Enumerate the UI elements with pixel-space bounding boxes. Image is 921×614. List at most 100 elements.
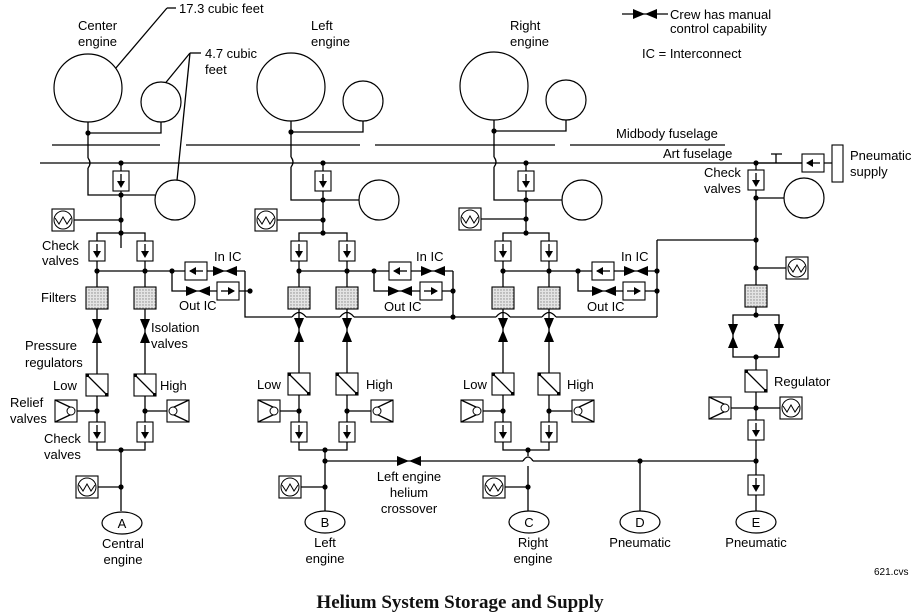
outlet-label-1: Pneumatic	[609, 535, 671, 550]
isolation-valve-low[interactable]	[294, 318, 304, 342]
outlet-letter: B	[321, 515, 330, 530]
pressure-transducer-icon	[482, 475, 506, 499]
in-ic-valve[interactable]	[624, 266, 648, 276]
left-engine-helium-crossover-valve[interactable]	[397, 456, 421, 466]
figure-caption: Helium System Storage and Supply	[316, 592, 604, 613]
relief-valve-icon	[370, 399, 394, 423]
center-engine-label-1: Center	[78, 18, 118, 33]
pressure-transducer-icon	[51, 208, 75, 232]
crossover-label-2: helium	[390, 485, 428, 500]
interconnect-manifold	[250, 311, 657, 318]
low-pressure-regulator	[287, 372, 311, 396]
filter-icon	[133, 286, 157, 310]
pressure-regulators-label-2: regulators	[25, 355, 83, 370]
left-engine-branch	[254, 132, 456, 511]
manual-valve-legend-icon	[633, 9, 657, 19]
outlet-label-1: Right	[518, 535, 549, 550]
pneumatic-supply-port	[831, 144, 844, 183]
in-ic-valve[interactable]	[421, 266, 445, 276]
low-label: Low	[53, 378, 77, 393]
center-small-tank	[140, 81, 182, 123]
test-port-icon	[771, 153, 782, 163]
high-label: High	[160, 378, 187, 393]
out-ic-check-valve	[216, 281, 240, 301]
relief-valves-label-2: valves	[10, 411, 47, 426]
outlet-a: A Central engine	[101, 511, 144, 567]
check-valves-label-2: valves	[44, 447, 81, 462]
in-ic-check-valve	[591, 261, 615, 281]
out-ic-valve[interactable]	[186, 286, 210, 296]
legend: Crew has manual control capability IC = …	[622, 7, 771, 61]
relief-valve-icon	[708, 396, 732, 420]
pressure-transducer-icon	[254, 208, 278, 232]
isolation-valve-high[interactable]	[544, 318, 554, 342]
left-engine-tanks	[256, 52, 384, 133]
isolation-valve-low[interactable]	[498, 318, 508, 342]
file-id: 621.cvs	[874, 567, 908, 578]
relief-valves-label-1: Relief	[10, 395, 44, 410]
check-valves-label-1: Check	[704, 165, 741, 180]
low-label: Low	[257, 377, 281, 392]
in-ic-label: In IC	[214, 249, 241, 264]
right-engine-tanks	[459, 51, 587, 132]
isolation-valve-low[interactable]	[92, 319, 102, 343]
outlet-label-2: engine	[513, 551, 552, 566]
outlet-letter: C	[524, 515, 533, 530]
legend-manual-line2: control capability	[670, 21, 767, 36]
check-valve-icon	[290, 240, 308, 262]
pneumatic-check-valve	[747, 169, 765, 191]
check-valve-icon	[494, 240, 512, 262]
outlet-letter: E	[752, 515, 761, 530]
center-engine-branch	[51, 133, 253, 511]
in-ic-valve[interactable]	[213, 266, 237, 276]
low-label: Low	[463, 377, 487, 392]
out-ic-valve[interactable]	[388, 286, 412, 296]
small-tank-volume-2: feet	[205, 62, 227, 77]
outlet-label-1: Pneumatic	[725, 535, 787, 550]
relief-valve-icon	[257, 399, 281, 423]
check-valves-label-2: valves	[42, 253, 79, 268]
center-engine-tanks	[53, 53, 182, 134]
outlet-letter: A	[118, 516, 127, 531]
right-engine-label-2: engine	[510, 34, 549, 49]
right-small-tank	[545, 79, 587, 121]
midbody-label: Midbody fuselage	[616, 126, 718, 141]
relief-valve-icon	[166, 399, 190, 423]
component-labels: Check valves In IC Out IC Filters Isolat…	[10, 165, 831, 516]
outlet-label-1: Central	[102, 536, 144, 551]
aft-label: Art fuselage	[663, 146, 732, 161]
pressure-transducer-icon	[458, 207, 482, 231]
check-valve-icon	[494, 421, 512, 443]
pneumatic-isolation-valve[interactable]	[728, 324, 738, 348]
isolation-valve-high[interactable]	[342, 318, 352, 342]
check-valve-icon	[747, 419, 765, 441]
right-engine-label-1: Right	[510, 18, 541, 33]
center-engine-label-2: engine	[78, 34, 117, 49]
crossover-label-3: crossover	[381, 501, 438, 516]
pressure-transducer-icon	[785, 256, 809, 280]
legend-ic: IC = Interconnect	[642, 46, 742, 61]
left-large-tank	[256, 52, 326, 122]
tank-check-valve	[517, 170, 535, 192]
relief-valve-icon	[571, 399, 595, 423]
small-tank-pointer-2	[171, 52, 191, 202]
check-valve-icon	[88, 421, 106, 443]
high-pressure-regulator	[335, 372, 359, 396]
low-pressure-regulator	[491, 372, 515, 396]
tank-check-valve	[112, 170, 130, 192]
check-valve-icon	[290, 421, 308, 443]
out-ic-valve[interactable]	[592, 286, 616, 296]
out-ic-check-valve	[622, 281, 646, 301]
relief-valve-icon	[460, 399, 484, 423]
high-pressure-regulator	[537, 372, 561, 396]
out-ic-label: Out IC	[179, 298, 217, 313]
pneumatic-isolation-valve[interactable]	[774, 324, 784, 348]
check-valve-icon	[338, 240, 356, 262]
outlet-label-2: engine	[305, 551, 344, 566]
check-valve-icon	[136, 421, 154, 443]
pneumatic-regulator	[744, 369, 768, 393]
filter-icon	[85, 286, 109, 310]
isolation-valve-high[interactable]	[140, 319, 150, 343]
small-tank-volume-1: 4.7 cubic	[205, 46, 258, 61]
